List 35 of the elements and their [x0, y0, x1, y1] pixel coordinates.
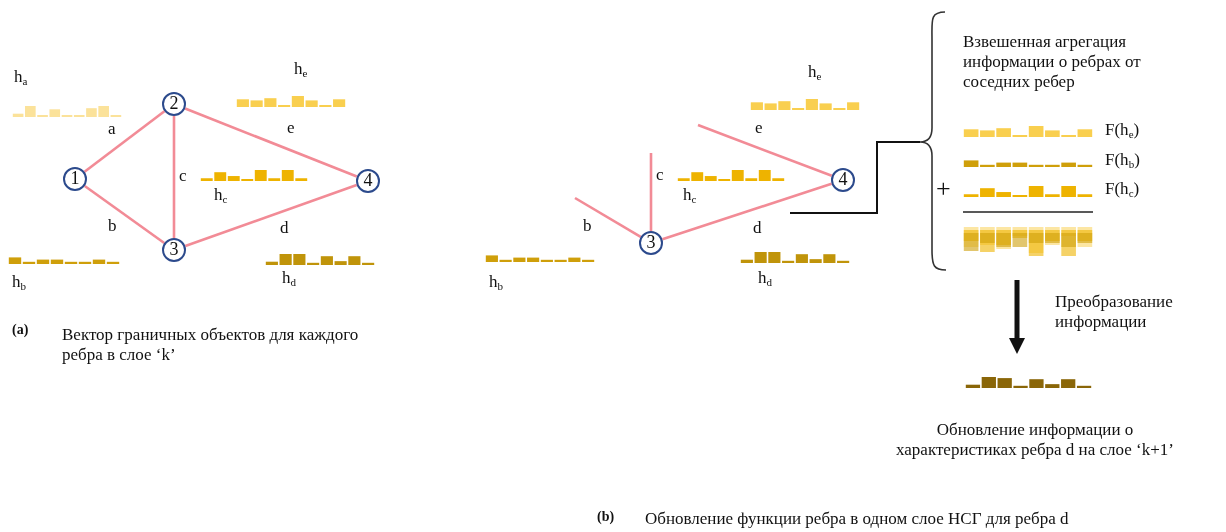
vector-label: h$_{c}$ — [214, 185, 228, 205]
graph-edge — [697, 123, 833, 177]
vector-label: h$_{d}$ — [758, 268, 772, 288]
graph-edge — [172, 116, 176, 238]
vector-label: h$_{b}$ — [489, 272, 503, 292]
function-label: F(h$_{b}$) — [1105, 150, 1140, 170]
numbered-circle: 1 — [63, 167, 87, 191]
vector-label: h$_{e}$ — [294, 59, 308, 79]
function-label: F(h$_{c}$) — [1105, 179, 1140, 199]
vector-label: h$_{c}$ — [683, 185, 697, 205]
numbered-circle: 3 — [639, 231, 663, 255]
plus-sign: + — [936, 175, 951, 203]
caption-text: Вектор граничных объектов для каждого ребра в слое ‘k’ — [62, 325, 360, 365]
function-label: F(h$_{e}$) — [1105, 120, 1140, 140]
graph-edge — [184, 107, 358, 178]
graph-edge — [574, 196, 642, 238]
graph-edge — [662, 182, 832, 241]
numbered-circle: 4 — [831, 168, 855, 192]
graph-edge — [84, 184, 165, 245]
numbered-circle: 2 — [162, 92, 186, 116]
vector-label: h$_{a}$ — [14, 67, 28, 87]
caption-text: Обновление функции ребра в одном слое НСГ для ребра d — [645, 509, 1069, 529]
panel-letter: (b) — [597, 508, 615, 526]
description-text: Преобразование информации — [1055, 292, 1174, 332]
vector-label: h$_{b}$ — [12, 272, 26, 292]
graph-edge — [83, 110, 166, 173]
description-text: Взвешенная агрегация информации о ребрах от соседних ребер — [963, 32, 1142, 92]
description-text: Обновление информации о характеристиках ребра d на слое ‘k+1’ — [895, 420, 1175, 460]
graph-edge — [184, 183, 358, 248]
panel-letter: (a) — [12, 321, 29, 339]
graph-edge — [649, 153, 653, 231]
vector-label: h$_{d}$ — [282, 268, 296, 288]
numbered-circle: 4 — [356, 169, 380, 193]
numbered-circle: 3 — [162, 238, 186, 262]
vector-label: h$_{e}$ — [808, 62, 822, 82]
